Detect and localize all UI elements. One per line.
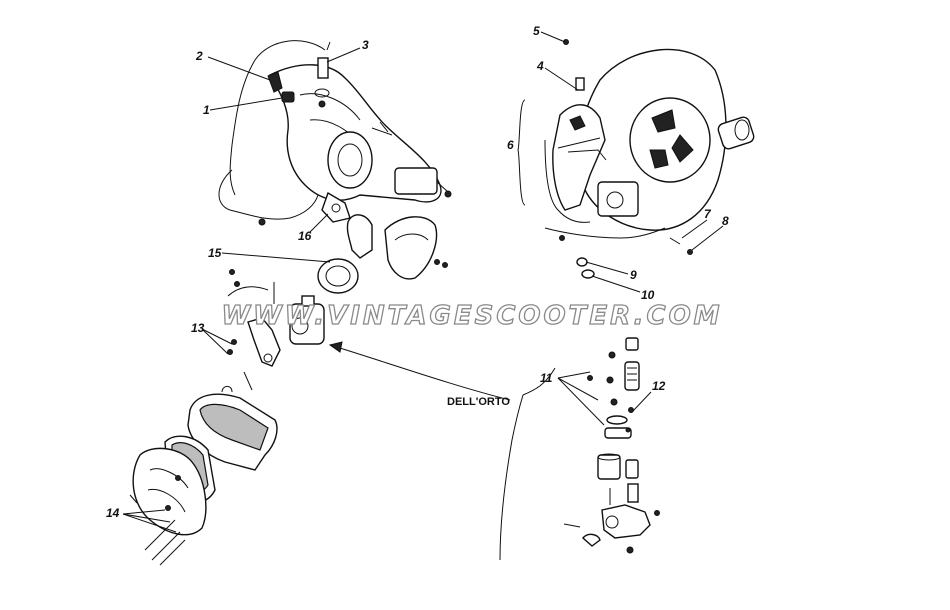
callout-11: 11 — [540, 371, 553, 385]
callout-10: 10 — [641, 288, 655, 302]
callout-16: 16 — [298, 229, 312, 243]
callout-numbers: 1 2 3 4 5 6 7 8 9 10 11 12 13 14 15 16 — [106, 24, 729, 520]
carburetor-brand-label: DELL'ORTO — [447, 396, 510, 408]
callout-14: 14 — [106, 506, 120, 520]
callout-8: 8 — [722, 214, 729, 228]
carburetor-exploded — [328, 337, 660, 561]
callout-2: 2 — [195, 49, 203, 63]
flywheel-casing-right — [544, 39, 755, 279]
callout-12: 12 — [652, 379, 666, 393]
callout-13: 13 — [191, 321, 205, 335]
callout-4: 4 — [536, 59, 544, 73]
callout-15: 15 — [208, 246, 222, 260]
carburetor-assembly-left — [227, 269, 325, 391]
callout-7: 7 — [704, 207, 712, 221]
callout-1: 1 — [203, 103, 210, 117]
air-filter-assembly — [129, 385, 278, 566]
callout-3: 3 — [362, 38, 369, 52]
callout-5: 5 — [533, 24, 540, 38]
leader-lines — [122, 31, 724, 533]
callout-6: 6 — [507, 138, 514, 152]
engine-casing-left — [218, 40, 452, 226]
watermark-text: WWW.VINTAGESCOOTER.COM — [221, 301, 722, 331]
intake-manifold-parts — [317, 191, 448, 294]
callout-9: 9 — [630, 268, 637, 282]
